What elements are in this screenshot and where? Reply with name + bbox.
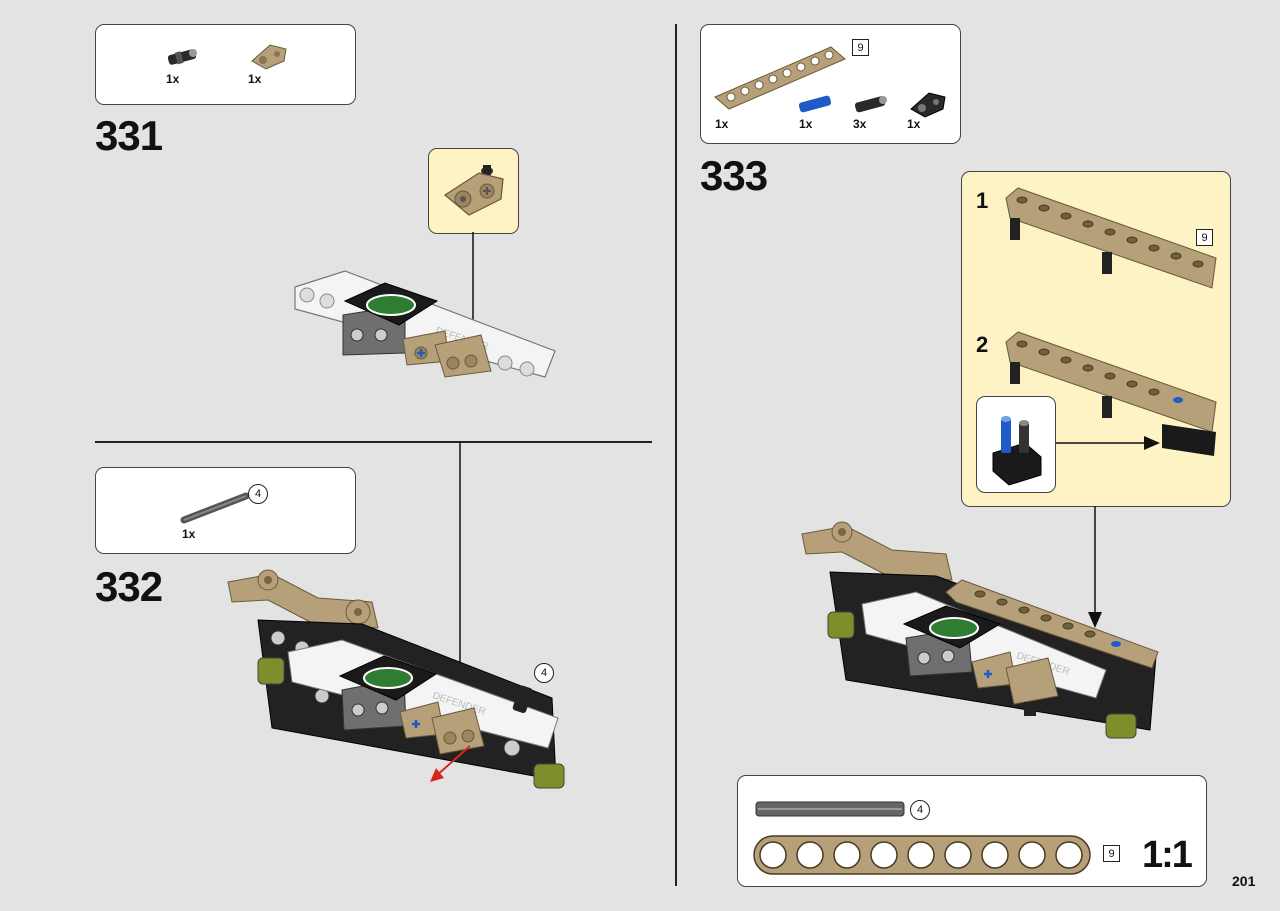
step-number-333: 333 <box>700 152 768 199</box>
assembly-333: DEFENDER <box>801 521 1159 739</box>
callout-331-part <box>428 148 519 234</box>
step-number-332: 332 <box>95 563 163 610</box>
tan-beam-length-box: 9 <box>852 39 869 56</box>
page-divider-vertical <box>675 24 677 886</box>
scale-label: 1:1 <box>1142 834 1193 876</box>
substep-2-inset <box>976 396 1056 493</box>
scale-beam-length-box: 9 <box>1103 845 1120 862</box>
substep-1-beam-length-box: 9 <box>1196 229 1213 246</box>
substep-1-beam <box>1005 187 1217 289</box>
step-divider-horizontal <box>95 441 652 443</box>
scale-beam-icon <box>753 835 1091 875</box>
tan-cross-block-icon <box>251 44 287 70</box>
parts-list-332: 4 1x <box>95 467 356 554</box>
qty-333-beam: 1x <box>715 117 729 131</box>
tan-beam-icon <box>714 46 846 110</box>
substep-2-beam <box>1005 331 1217 456</box>
assembly-332: DEFENDER <box>227 569 565 789</box>
parts-list-333: 9 1x 1x 3x 1x <box>700 24 961 144</box>
qty-332-axle: 1x <box>182 527 196 541</box>
connector-pin-black-icon <box>167 49 197 65</box>
scale-axle-length-badge: 4 <box>910 800 930 820</box>
scale-reference-panel: 4 9 1:1 <box>737 775 1207 887</box>
substep-2-arrow <box>1056 436 1160 450</box>
tan-cross-block-large-icon <box>443 165 504 216</box>
qty-331-pin: 1x <box>166 72 180 86</box>
blue-pin-icon <box>798 95 832 113</box>
axle-gray-icon <box>180 492 250 524</box>
axle-length-badge: 4 <box>248 484 268 504</box>
blue-pin-connector-icon <box>992 416 1042 486</box>
parts-list-331: 1x 1x <box>95 24 356 105</box>
page-number: 201 <box>1232 873 1256 889</box>
qty-333-blue-pin: 1x <box>799 117 813 131</box>
substep-number-1: 1 <box>976 188 989 213</box>
black-connector-icon <box>910 92 946 118</box>
step-number-331: 331 <box>95 112 163 159</box>
assembly-331: DEFENDER <box>294 270 556 378</box>
substep-number-2: 2 <box>976 332 989 357</box>
black-pin-icon <box>854 96 887 113</box>
qty-331-block: 1x <box>248 72 262 86</box>
callout-333-subassembly: 1 9 2 <box>961 171 1231 507</box>
step-333-arrow <box>1088 506 1102 628</box>
qty-333-black-pin: 3x <box>853 117 867 131</box>
qty-333-connector: 1x <box>907 117 921 131</box>
scale-axle-icon <box>755 801 905 817</box>
assembly-axle-length-badge: 4 <box>534 663 554 683</box>
